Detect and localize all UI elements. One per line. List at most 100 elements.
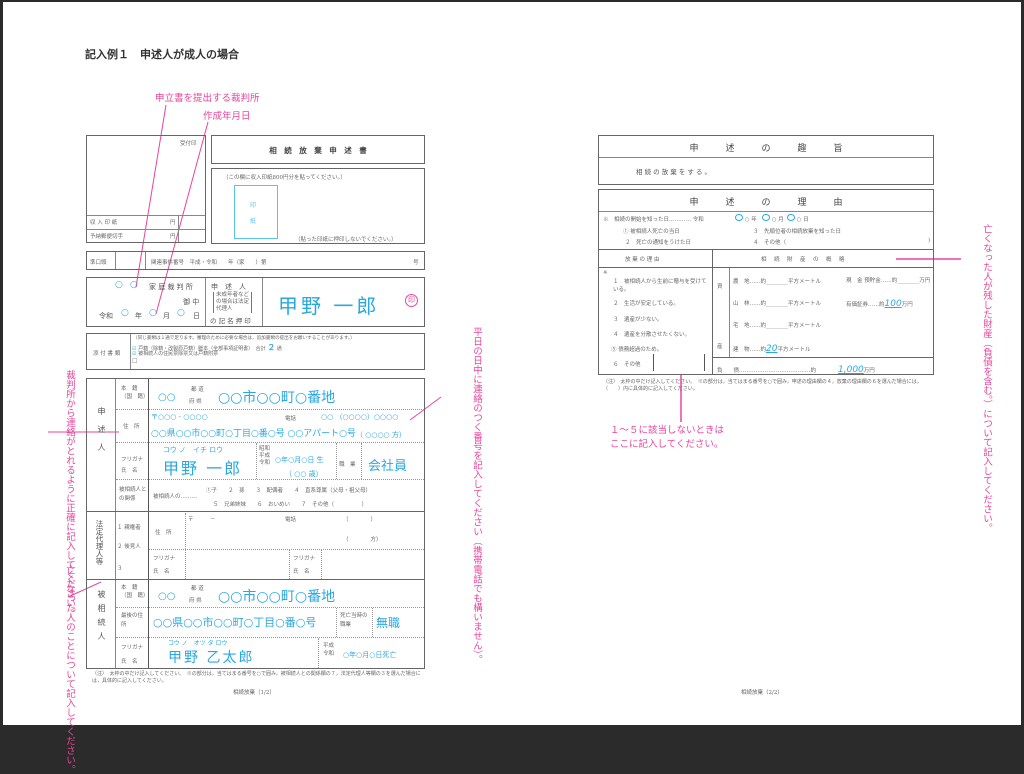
oral-label: 準口頭 — [90, 260, 107, 266]
building-label: 建 物……約 — [733, 347, 767, 353]
applicant-name: 甲野 一郎 — [163, 459, 243, 478]
applicant-age: （ ○○ 歳） — [285, 470, 323, 478]
relation-label: 被相続人との関係 — [119, 487, 147, 502]
reason-item-selected: ⑤ 債務超過のため。 — [611, 347, 663, 353]
known-option-4: ４ その他（ — [753, 240, 787, 246]
annotation-phone: 平日の日中に連絡のつく番号を記入してください（携帯電話でも構いません）。 — [471, 327, 482, 665]
known-option-1: ① 被相続人死亡の当日 — [623, 229, 680, 235]
attachment-2-label: 被相続人の住民票除票又は戸籍附票 — [138, 351, 219, 357]
agent-name-label: 氏 名 — [293, 569, 310, 575]
securities-label: 有価証券……約 — [846, 302, 885, 308]
assets-title: 相 続 財 産 の 概 略 — [761, 257, 846, 263]
stamp-note-2: （貼った印紙に押印しないでください。） — [295, 237, 397, 243]
circle-mark — [735, 214, 743, 221]
unit: 万円 — [901, 302, 913, 308]
attachments-label: 添 付 書 類 — [93, 351, 121, 357]
agent-option-1: １ 親権者 — [117, 525, 141, 531]
form-title-box — [211, 135, 425, 164]
purpose-box — [598, 135, 934, 185]
sign-label: 申 述 人 — [211, 283, 246, 291]
attachment-item-2[interactable]: ☑ 被相続人の住民票除票又は戸籍附票 — [132, 350, 218, 357]
reason-item: １ 被相続人から生前に贈与を受けている。 — [613, 279, 707, 293]
deceased-domicile: ○○市○○町○番地 — [218, 589, 336, 605]
debt-label: 負 債…………………………………約 — [717, 368, 817, 374]
purpose-title: 申 述 の 趣 旨 — [689, 144, 843, 154]
applicant-phone: ○○ （○○○○）○○○○ — [321, 413, 399, 421]
applicant-furigana: コウ ノ イチ ロウ — [163, 446, 224, 454]
agent-furigana-label: フリガナ — [293, 556, 316, 562]
court-name-2: ○ — [130, 280, 138, 290]
death-era: 平成 令和 — [323, 643, 335, 657]
attachment-1-label: 戸籍（除籍・改製原戸籍）謄本（全部事項証明書） 合計 — [138, 346, 266, 352]
applicant-domicile-pref: ○○ — [158, 392, 176, 403]
reasons-title: 放 棄 の 理 由 — [625, 257, 660, 263]
attachment-unit: 通 — [276, 346, 282, 352]
other-reason-bracket[interactable] — [653, 354, 705, 371]
checkbox-checked-icon: ☑ — [132, 346, 137, 352]
annotation-date: 作成年月日 — [203, 111, 251, 122]
furigana-label: フリガナ — [121, 457, 144, 463]
building-value: 20 — [766, 344, 778, 354]
known-year: ○ 年 — [735, 214, 757, 223]
reason-item: ２ 生活が安定している。 — [613, 301, 679, 307]
relation-options-2: ５ 兄弟姉妹 ６ おいめい ７ その他（ ） — [213, 502, 368, 508]
agent-name-label: 氏 名 — [153, 569, 170, 575]
deceased-death-date: ○年○月○日死亡 — [343, 651, 397, 659]
name-label: 氏 名 — [121, 659, 138, 665]
known-option-3: ３ 先順位者の相続放棄を知った日 — [753, 229, 842, 235]
occupation-label: 職 業 — [339, 462, 356, 468]
form1-note: （注） 太枠の中だけ記入してください。 ※の部分は，当てはまる番号を○で囲み，被… — [92, 671, 421, 684]
asset-building: 建 物……約20平方メートル — [733, 344, 810, 354]
date-year: ○ — [121, 308, 129, 318]
pref-label: 都 道 — [191, 387, 204, 393]
phone-label: 電話 — [285, 416, 297, 422]
stamp-note: （この欄に収入印紙800円分を貼ってください。） — [223, 175, 346, 181]
related-case-label: 関連事件番号 平成・令和 年（家 ）第 — [151, 260, 267, 266]
deceased-domicile-pref: ○○ — [158, 591, 176, 602]
annotation-other-2: ここに記入してください。 — [610, 439, 724, 450]
sign-note-2: の場合は法定 — [216, 299, 250, 305]
applicant-postal: 〒○○○ - ○○○○ — [151, 413, 208, 421]
annotation-assets: 亡くなった人が残した財産（負債を含む。）について記入してください。 — [981, 224, 992, 533]
sign-note-1: 未成年者など — [216, 292, 250, 298]
reason-box — [598, 189, 934, 375]
annotation-court: 申立書を提出する裁判所 — [155, 93, 260, 104]
main-table — [86, 378, 425, 669]
sign-note: 未成年者などの場合は法定代理人 — [213, 292, 253, 313]
yen-label: 円 — [170, 234, 176, 240]
applicant-signature: 甲野 一郎 — [278, 294, 380, 318]
seal-icon: 印 — [405, 294, 418, 307]
applicant-section-label: 申述人 — [97, 407, 106, 461]
deceased-furigana: コウ ノ オツ タ ロウ — [168, 640, 228, 647]
known-day-label: ○ 日 — [796, 217, 809, 223]
checkbox-checked-icon: ☑ — [132, 351, 137, 357]
applicant-occupation: 会社員 — [368, 459, 408, 474]
document-page: 記入例１ 申述人が成人の場合 申立書を提出する裁判所 作成年月日 平日の日中に連… — [3, 2, 1021, 774]
deceased-occupation: 無職 — [376, 616, 401, 630]
agent-care-of: （ 方） — [343, 537, 382, 543]
deceased-section-label: 被相続人 — [97, 590, 106, 646]
attachment-item-1[interactable]: ☑ 戸籍（除籍・改製原戸籍）謄本（全部事項証明書） 合計 ２ 通 — [132, 342, 282, 353]
page-title: 記入例１ 申述人が成人の場合 — [85, 48, 239, 61]
asset-farmland: 農 地……約________平方メートル — [733, 279, 822, 285]
reason-item: ３ 遺産が少ない。 — [613, 317, 663, 323]
known-month-label: ○ 月 — [771, 217, 784, 223]
checkbox-empty-icon[interactable]: ☐ — [132, 358, 138, 365]
receipt-label: 受付印 — [180, 141, 197, 147]
pref-label: 府 県 — [189, 598, 202, 604]
address-label: 住 所 — [123, 424, 140, 430]
asset-cash: 現 金 預貯金……約________万円 — [846, 278, 931, 284]
agent-option-2: ２ 後見人 — [117, 544, 141, 550]
form2-note: （注） 太枠の中だけ記入してください。 ※の部分は，当てはまる番号を○で囲み，申… — [603, 379, 922, 392]
onchu-label: 御 中 — [183, 298, 200, 306]
applicant-care-of: （ ○○○○ 方） — [356, 431, 406, 439]
name-label: 氏 名 — [121, 468, 138, 474]
known-day: ○ 日 — [787, 214, 809, 223]
purpose-text: 相 続 の 放 棄 を す る 。 — [636, 168, 712, 176]
form1-footer: 相続放棄（1/2） — [233, 690, 275, 696]
annotation-deceased: 亡くなった人のことについて記入してください。 — [64, 565, 75, 774]
receipt-box — [86, 135, 206, 243]
annotation-other-1: １～５に該当しないときは — [610, 425, 725, 436]
securities-value: 100 — [884, 299, 902, 309]
